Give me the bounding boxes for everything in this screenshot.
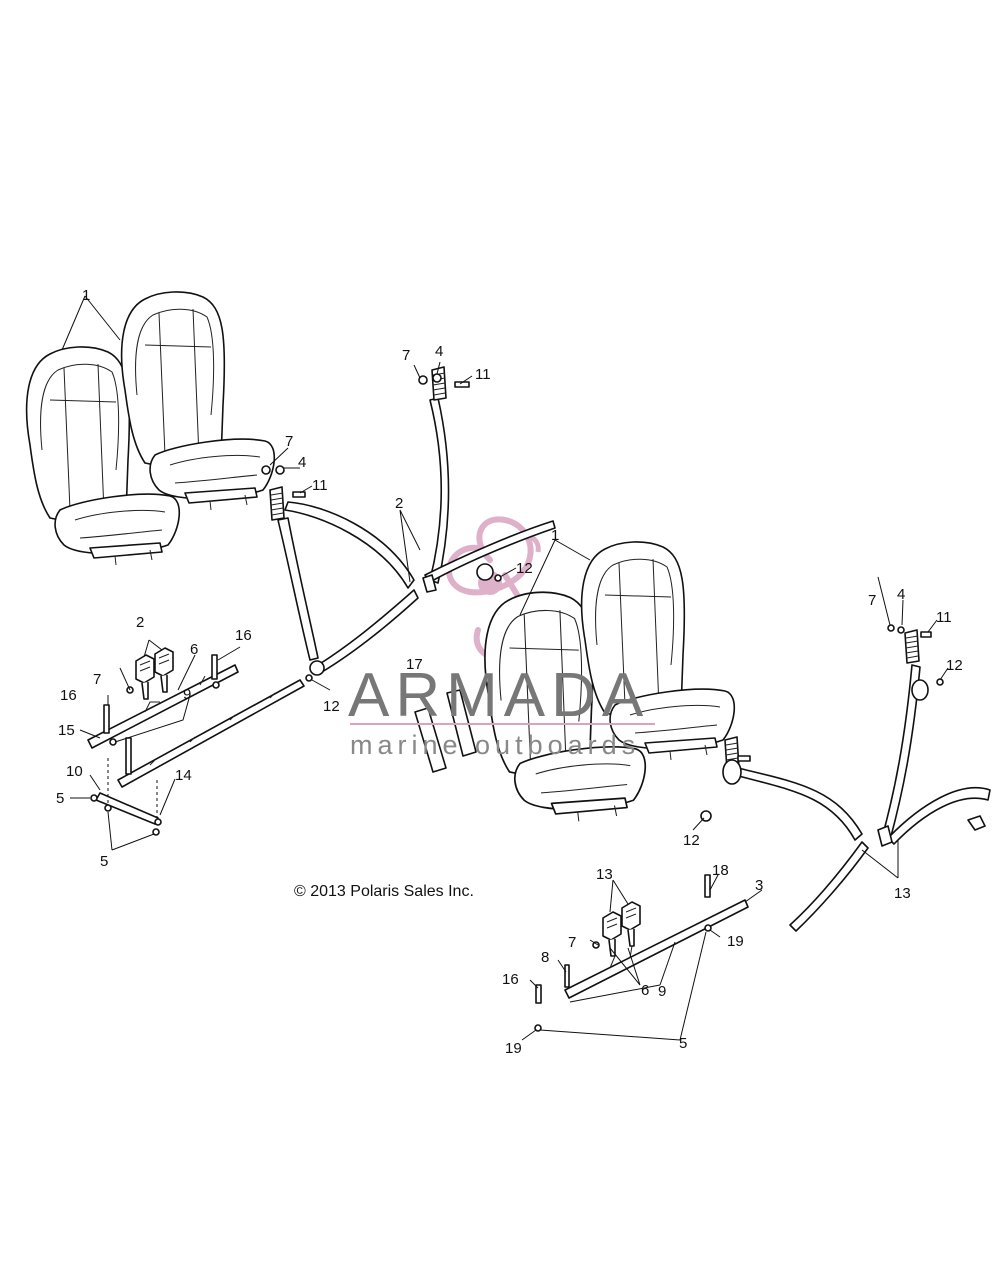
callout-13: 13 — [894, 885, 911, 902]
buckle-assembly-left — [87, 647, 239, 749]
callout-12: 12 — [683, 832, 700, 849]
callout-6: 6 — [190, 641, 198, 658]
callout-16: 16 — [235, 627, 252, 644]
callout-4: 4 — [897, 586, 905, 603]
callout-19: 19 — [505, 1040, 522, 1057]
callout-18: 18 — [712, 862, 729, 879]
callout-12: 12 — [516, 560, 533, 577]
callout-6: 6 — [641, 982, 649, 999]
callout-16: 16 — [502, 971, 519, 988]
callout-12: 12 — [323, 698, 340, 715]
callout-8: 8 — [541, 949, 549, 966]
callout-14: 14 — [175, 767, 192, 784]
callout-11: 11 — [312, 477, 328, 494]
callout-7: 7 — [568, 934, 576, 951]
callout-2: 2 — [136, 614, 144, 631]
callout-2: 2 — [395, 495, 403, 512]
callout-4: 4 — [298, 454, 306, 471]
callout-11: 11 — [475, 366, 491, 383]
leader-lines — [61, 295, 949, 1041]
callout-1: 1 — [551, 527, 559, 544]
callout-7: 7 — [93, 671, 101, 688]
buckle-assembly-right — [534, 874, 749, 1032]
watermark-brand: ARMADA — [348, 661, 649, 730]
callout-labels: 1 1 2 2 3 4 4 4 5 5 5 6 6 7 7 7 7 7 8 9 … — [56, 287, 963, 1057]
callout-3: 3 — [755, 877, 763, 894]
copyright-notice: © 2013 Polaris Sales Inc. — [294, 883, 474, 900]
callout-12: 12 — [946, 657, 963, 674]
callout-9: 9 — [658, 983, 666, 1000]
callout-5: 5 — [679, 1035, 687, 1052]
floor-rail-left — [117, 679, 305, 788]
callout-4: 4 — [435, 343, 443, 360]
callout-7: 7 — [402, 347, 410, 364]
callout-13: 13 — [596, 866, 613, 883]
lower-mount-left — [90, 737, 162, 836]
callout-16: 16 — [60, 687, 77, 704]
callout-19: 19 — [727, 933, 744, 950]
callout-17: 17 — [406, 656, 423, 673]
callout-11: 11 — [936, 609, 952, 626]
watermark-tagline: marine outboards — [350, 730, 640, 760]
callout-7: 7 — [868, 592, 876, 609]
seat-belt-right — [722, 629, 991, 932]
seat-belt-left — [269, 366, 556, 676]
callout-5: 5 — [56, 790, 64, 807]
fasteners — [126, 373, 944, 949]
callout-1: 1 — [82, 287, 90, 304]
callout-5: 5 — [100, 853, 108, 870]
callout-9: 9 — [183, 686, 191, 703]
callout-10: 10 — [66, 763, 83, 780]
callout-7: 7 — [285, 433, 293, 450]
seat-left-2 — [120, 291, 276, 511]
callout-15: 15 — [58, 722, 75, 739]
